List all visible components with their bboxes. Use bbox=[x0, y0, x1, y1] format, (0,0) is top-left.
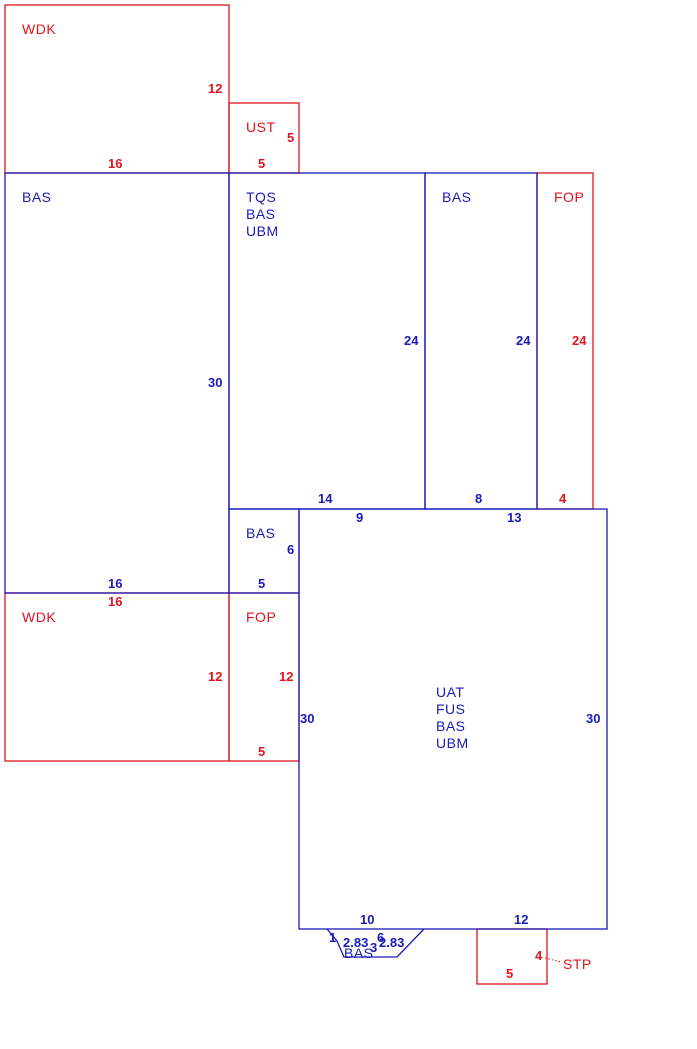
tqs-side-dim: 24 bbox=[404, 333, 419, 348]
main-top-left-dim: 9 bbox=[356, 510, 363, 525]
fop-top-side-dim: 24 bbox=[572, 333, 587, 348]
main-left-dim: 30 bbox=[300, 711, 314, 726]
bas-left-bottom-dim: 16 bbox=[108, 576, 122, 591]
fop-top-area: FOP 24 4 bbox=[536, 172, 594, 510]
fop-top-bottom-dim: 4 bbox=[559, 491, 567, 506]
bas-small-side-dim: 6 bbox=[287, 542, 294, 557]
stp-area: 4 STP 5 bbox=[476, 928, 592, 985]
ust-area: UST 5 5 bbox=[228, 102, 300, 174]
wdk-top-bottom-dim: 16 bbox=[108, 156, 122, 171]
wdk-bottom-top-dim: 16 bbox=[108, 594, 122, 609]
wdk-top-side-dim: 12 bbox=[208, 81, 222, 96]
wdk-top-area: WDK 12 16 bbox=[4, 4, 230, 174]
fop-bottom-area: FOP 12 5 bbox=[228, 592, 300, 762]
main-label-line-2: FUS bbox=[436, 701, 466, 717]
main-label-line-1: UAT bbox=[436, 684, 464, 700]
main-label-line-3: BAS bbox=[436, 718, 466, 734]
fop-bottom-label: FOP bbox=[246, 609, 276, 625]
fop-top-label: FOP bbox=[554, 189, 584, 205]
stp-bottom-dim: 5 bbox=[506, 966, 513, 981]
bay-left-dim: 1 bbox=[329, 930, 336, 945]
bas-left-label: BAS bbox=[22, 189, 52, 205]
ust-label: UST bbox=[246, 119, 276, 135]
wdk-bottom-side-dim: 12 bbox=[208, 669, 222, 684]
ust-side-dim: 5 bbox=[287, 130, 294, 145]
bas-mid-area: BAS 24 8 bbox=[424, 172, 538, 510]
main-area: 9 13 UAT FUS BAS UBM 30 30 10 12 bbox=[298, 508, 608, 930]
bas-small-area: BAS 6 5 bbox=[228, 508, 300, 594]
wdk-bottom-area: 16 WDK 12 bbox=[4, 592, 230, 762]
tqs-label-line-1: TQS bbox=[246, 189, 276, 205]
bay-label: BAS bbox=[344, 945, 374, 961]
wdk-top-label: WDK bbox=[22, 21, 56, 37]
fop-bottom-side-dim: 12 bbox=[279, 669, 293, 684]
bas-mid-side-dim: 24 bbox=[516, 333, 531, 348]
tqs-area: TQS BAS UBM 24 14 bbox=[228, 172, 426, 510]
bas-small-bottom-dim: 5 bbox=[258, 576, 265, 591]
bay-outline bbox=[326, 928, 425, 958]
bay-area: 1 2.83 3 6 2.83 BAS bbox=[326, 928, 425, 961]
tqs-label-line-3: UBM bbox=[246, 223, 279, 239]
main-bottom-right-dim: 12 bbox=[514, 912, 528, 927]
main-label-line-4: UBM bbox=[436, 735, 469, 751]
stp-side-dim: 4 bbox=[535, 948, 543, 963]
bay-diag-left-dim: 2.83 bbox=[343, 935, 368, 950]
bas-left-outline bbox=[4, 172, 230, 594]
bas-left-side-dim: 30 bbox=[208, 375, 222, 390]
wdk-bottom-label: WDK bbox=[22, 609, 56, 625]
bas-mid-bottom-dim: 8 bbox=[475, 491, 482, 506]
main-outline bbox=[298, 508, 608, 930]
ust-bottom-dim: 5 bbox=[258, 156, 265, 171]
bay-mid-small-dim: 3 bbox=[370, 940, 377, 955]
bay-diag-right-dim: 2.83 bbox=[379, 935, 404, 950]
stp-leader-line bbox=[544, 957, 562, 963]
bas-small-label: BAS bbox=[246, 525, 276, 541]
main-right-dim: 30 bbox=[586, 711, 600, 726]
stp-label: STP bbox=[563, 956, 592, 972]
fop-bottom-bottom-dim: 5 bbox=[258, 744, 265, 759]
tqs-label-line-2: BAS bbox=[246, 206, 276, 222]
bas-left-area: BAS 30 16 bbox=[4, 172, 230, 594]
bas-mid-label: BAS bbox=[442, 189, 472, 205]
main-bottom-left-dim: 10 bbox=[360, 912, 374, 927]
tqs-bottom-dim: 14 bbox=[318, 491, 333, 506]
bay-mid-dim: 6 bbox=[377, 930, 384, 945]
main-top-right-dim: 13 bbox=[507, 510, 521, 525]
